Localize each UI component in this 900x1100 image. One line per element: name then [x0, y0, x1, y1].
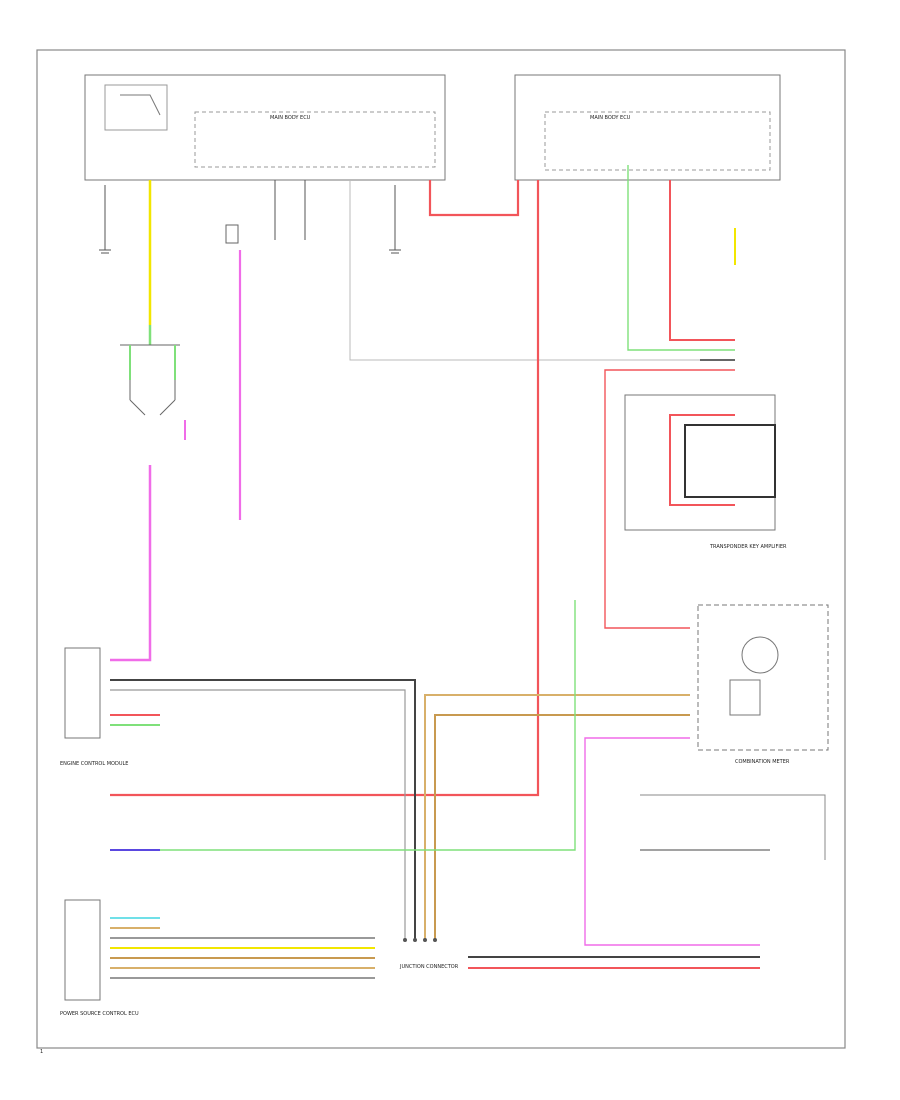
wire-pink-right-long: [584, 737, 760, 946]
wire-green-long: [110, 600, 576, 851]
wire-pink-left: [110, 465, 152, 662]
bottom-left-bus: [110, 917, 375, 979]
body-ecu-left-inner: [194, 111, 436, 168]
stop-lamp-switch: [225, 224, 239, 244]
wire-ecu-link-red: [428, 180, 520, 217]
body-ecu-relay: [104, 84, 168, 131]
wire-gray-bus: [110, 689, 406, 940]
wire-gray-right-bottom: [640, 794, 826, 860]
combination-meter-label: COMBINATION METER: [735, 759, 790, 765]
wire-gray-long: [349, 180, 700, 361]
body-ecu-right-label: MAIN BODY ECU: [590, 115, 631, 121]
wire-red-long: [110, 180, 540, 797]
engine-control-box: [64, 647, 101, 739]
wire-black-bus: [110, 679, 416, 940]
wire-red-transponder: [669, 414, 735, 506]
wire-brown-bus: [434, 714, 690, 940]
body-ecu-relay-contact: [120, 94, 161, 116]
transponder-inner: [684, 424, 776, 498]
engine-control-label: ENGINE CONTROL MODULE: [60, 761, 128, 767]
junction-connector: [403, 938, 437, 942]
body-ecu-right-inner: [544, 111, 771, 171]
transponder-label: TRANSPONDER KEY AMPLIFIER: [709, 544, 787, 550]
wire-red-right: [669, 180, 735, 341]
ground-symbol-1: [99, 185, 111, 254]
power-source-box: [64, 899, 101, 1001]
combination-meter-box: [697, 604, 829, 751]
wire-tan-bus: [424, 694, 690, 940]
footer-text: 1: [40, 1049, 43, 1055]
body-ecu-right-box: [514, 74, 781, 181]
meter-module: [729, 679, 761, 716]
stub-lines-left: [274, 180, 306, 240]
diagram-frame: [36, 49, 846, 1049]
meter-gauge: [741, 636, 779, 674]
body-ecu-left-box: [84, 74, 446, 181]
power-source-label: POWER SOURCE CONTROL ECU: [60, 1011, 139, 1017]
ground-symbol-2: [389, 185, 401, 254]
wire-pink-right: [604, 369, 735, 629]
body-ecu-left-label: MAIN BODY ECU: [270, 115, 311, 121]
junction-label: JUNCTION CONNECTOR: [399, 964, 459, 970]
wire-green-right: [627, 165, 735, 351]
